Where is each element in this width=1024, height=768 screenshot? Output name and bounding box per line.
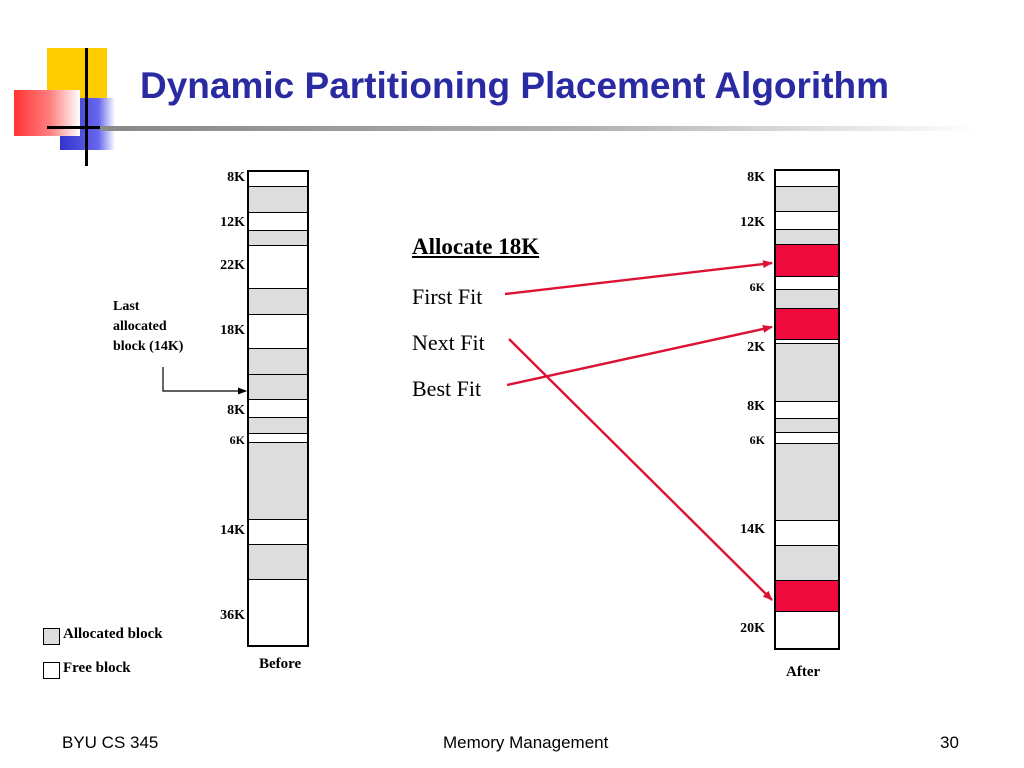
after-block-free-14k [776, 521, 838, 546]
after-size-label: 8K [747, 399, 765, 414]
after-block-free-6k [776, 277, 838, 290]
after-block-next-fit [776, 581, 838, 612]
before-size-label: 18K [220, 323, 245, 338]
logo-horizontal-line [47, 126, 147, 129]
before-block-allocated [249, 231, 307, 246]
slide-title: Dynamic Partitioning Placement Algorithm [140, 65, 890, 106]
before-size-label: 12K [220, 215, 245, 230]
before-block-last-allocated [249, 375, 307, 400]
after-block-first-fit [776, 245, 838, 277]
before-block-free-8k [249, 172, 307, 187]
before-block-allocated [249, 443, 307, 520]
next-fit-arrow [508, 338, 773, 601]
note-line: Last [113, 299, 140, 314]
before-block-allocated [249, 187, 307, 213]
option-best-fit: Best Fit [412, 376, 482, 401]
after-block-free-8k [776, 402, 838, 419]
after-size-label: 8K [747, 170, 765, 185]
last-allocated-note: Last allocated block (14K) [113, 297, 183, 357]
before-block-allocated [249, 289, 307, 315]
legend-allocated-swatch [43, 628, 60, 645]
before-block-free-22k [249, 246, 307, 289]
best-fit-arrow [506, 325, 773, 387]
before-size-label: 22K [220, 258, 245, 273]
note-line: allocated [113, 319, 167, 334]
after-size-label: 14K [740, 522, 765, 537]
before-block-free-6k [249, 434, 307, 443]
after-block-free-2k [776, 340, 838, 344]
after-size-label: 12K [740, 215, 765, 230]
after-block-allocated [776, 187, 838, 212]
before-block-free-36k [249, 580, 307, 645]
after-block-allocated [776, 230, 838, 245]
before-memory-column [247, 170, 309, 647]
before-caption: Before [259, 656, 302, 672]
before-block-free-8k [249, 400, 307, 418]
before-block-allocated [249, 545, 307, 580]
option-next-fit: Next Fit [412, 330, 485, 355]
after-block-allocated [776, 444, 838, 521]
before-block-allocated [249, 418, 307, 434]
legend-allocated-label: Allocated block [63, 626, 163, 642]
title-underline-rule [100, 126, 980, 131]
before-block-free-12k [249, 213, 307, 231]
option-first-fit: First Fit [412, 284, 483, 309]
after-block-allocated [776, 290, 838, 309]
before-size-label: 6K [229, 433, 245, 447]
legend-free-swatch [43, 662, 60, 679]
after-block-allocated [776, 546, 838, 581]
note-line: block (14K) [113, 339, 184, 354]
footer-center: Memory Management [443, 733, 609, 752]
before-size-label: 8K [227, 403, 245, 418]
first-fit-arrow [504, 260, 773, 296]
legend-free-label: Free block [63, 660, 131, 676]
after-size-label: 2K [747, 340, 765, 355]
after-size-label: 6K [749, 433, 765, 447]
logo-vertical-line [85, 48, 88, 166]
before-size-label: 36K [220, 608, 245, 623]
after-size-label: 6K [749, 280, 765, 294]
after-block-free-20k [776, 612, 838, 648]
before-block-free-14k [249, 520, 307, 545]
after-block-allocated [776, 344, 838, 402]
before-size-label: 8K [227, 170, 245, 185]
footer-left: BYU CS 345 [62, 733, 159, 752]
before-block-free-18k [249, 315, 307, 349]
allocate-heading: Allocate 18K [412, 234, 540, 259]
after-size-label: 20K [740, 621, 765, 636]
after-block-free-8k [776, 171, 838, 187]
after-memory-column [774, 169, 840, 650]
after-caption: After [786, 664, 821, 680]
after-block-best-fit [776, 309, 838, 340]
last-allocated-arrow [162, 367, 247, 395]
after-block-free-12k [776, 212, 838, 230]
footer-page-number: 30 [940, 733, 959, 752]
before-size-label: 14K [220, 523, 245, 538]
after-block-allocated [776, 419, 838, 433]
after-block-free-6k [776, 433, 838, 444]
before-block-allocated [249, 349, 307, 375]
